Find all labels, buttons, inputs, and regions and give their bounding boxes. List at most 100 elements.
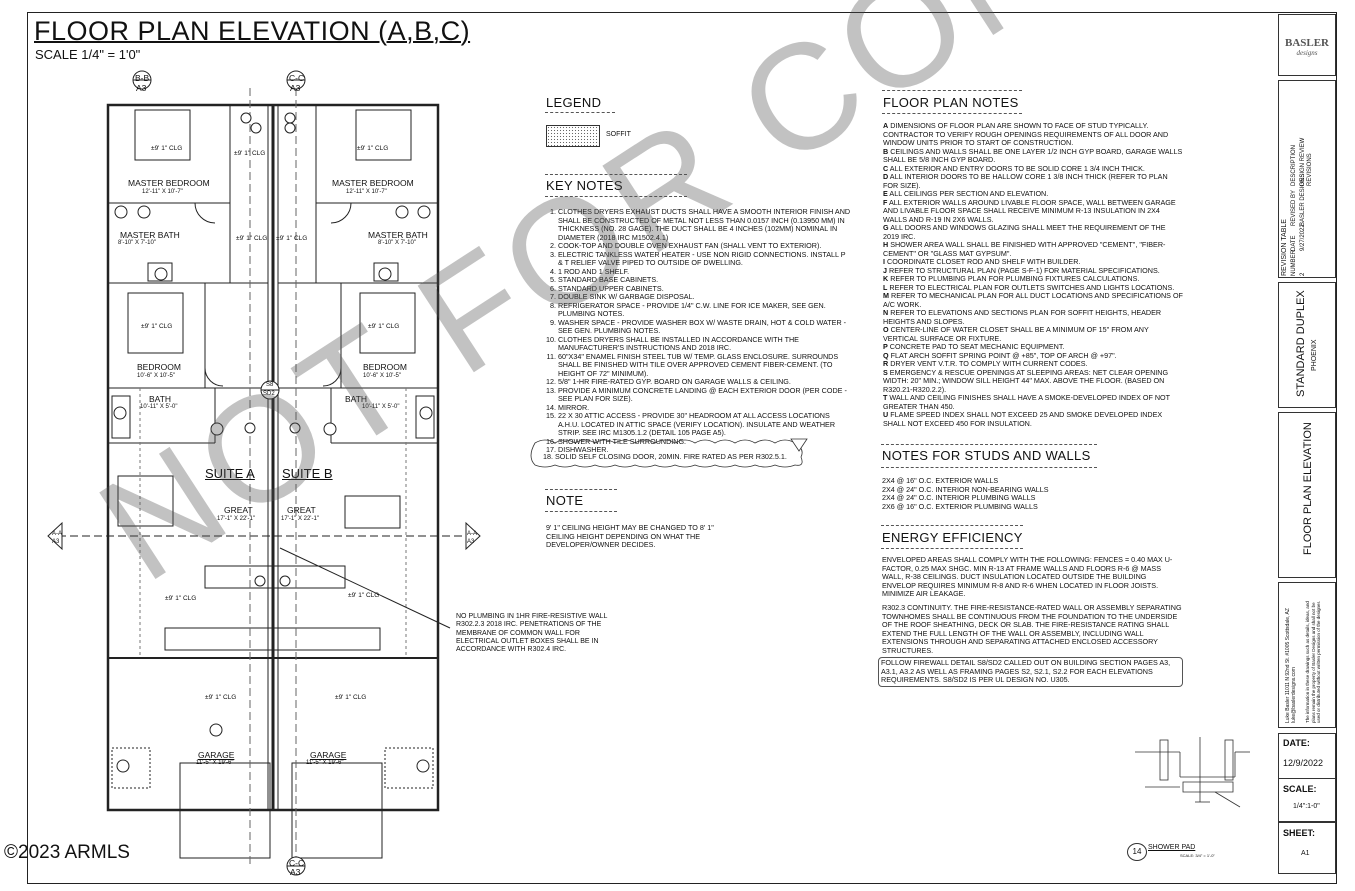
room-label-master-bedroom-a: MASTER BEDROOM xyxy=(128,178,210,188)
floor-plan-note: S EMERGENCY & RESCUE OPENINGS AT SLEEPIN… xyxy=(883,367,1169,394)
room-label-great-b: GREAT xyxy=(287,505,316,515)
floor-plan-note: G ALL DOORS AND WINDOWS GLAZING SHALL ME… xyxy=(883,223,1166,241)
room-label-bedroom-a: BEDROOM xyxy=(137,362,181,372)
date-box: DATE: 12/9/2022 xyxy=(1278,733,1336,779)
scale-box: SCALE: 1/4":1-0" xyxy=(1278,778,1336,822)
ceiling-label: ±9' 1" CLG xyxy=(357,145,389,152)
room-label-garage-a: GARAGE xyxy=(198,750,235,760)
ceiling-label: ±9' 1" CLG xyxy=(335,694,367,701)
room-label-bath-a: BATH xyxy=(149,394,172,404)
floor-plan-drawing xyxy=(47,70,481,876)
revision-table: REVISION TABLE NUMBER DATE REVISED BY DE… xyxy=(1278,80,1336,278)
section-label-cc: C-C xyxy=(289,73,305,83)
revision-number: 2 xyxy=(1300,272,1306,276)
revision-description: DESIGN REVIEW REVISIONS xyxy=(1300,137,1313,186)
ceiling-label: ±9' 1" CLG xyxy=(236,235,268,242)
revision-col-date: DATE xyxy=(1291,235,1297,251)
floor-plan-notes-heading: FLOOR PLAN NOTES xyxy=(883,95,1019,110)
floor-plan-note: Q FLAT ARCH SOFFIT SPRING POINT @ +85", … xyxy=(883,350,1117,360)
studs-item: 2X4 @ 24" O.C. INTERIOR PLUMBING WALLS xyxy=(882,493,1036,502)
key-note-item: CLOTHES DRYERS EXHAUST DUCTS SHALL HAVE … xyxy=(558,207,851,242)
key-note-item: CLOTHES DRYERS SHALL BE INSTALLED IN ACC… xyxy=(558,335,851,353)
project-box: STANDARD DUPLEX PHOENIX xyxy=(1278,282,1336,408)
floor-plan-note: M REFER TO MECHANICAL PLAN FOR ALL DUCT … xyxy=(883,291,1183,309)
key-note-item: 5/8" 1-HR FIRE-RATED GYP. BOARD ON GARAG… xyxy=(558,377,851,387)
legend-heading: LEGEND xyxy=(546,95,602,110)
room-dim-bath-a: 10'-11" X 5'-0" xyxy=(140,404,178,410)
note-heading: NOTE xyxy=(546,493,584,508)
key-note-item: ELECTRIC TANKLESS WATER HEATER - USE NON… xyxy=(558,250,851,268)
floor-plan-note: P CONCRETE PAD TO SEAT MECHANIC EQUIPMEN… xyxy=(883,342,1065,351)
room-label-bedroom-b: BEDROOM xyxy=(363,362,407,372)
revision-col-revised-by: REVISED BY xyxy=(1291,189,1297,226)
section-label-aa-right: A-A xyxy=(467,531,478,537)
room-label-master-bath-a: MASTER BATH xyxy=(120,230,180,240)
date-label: DATE: xyxy=(1283,738,1310,748)
detail-marker-s8 xyxy=(260,380,280,400)
sheet-title-box: FLOOR PLAN ELEVATION xyxy=(1278,412,1336,578)
sheet-box: SHEET: A1 xyxy=(1278,822,1336,874)
section-ref-cc-bottom: A3 xyxy=(290,867,301,877)
revision-col-description: DESCRIPTION xyxy=(1291,144,1297,186)
sheet-label: SHEET: xyxy=(1283,828,1316,838)
ceiling-label: ±9' 1" CLG xyxy=(141,323,173,330)
room-dim-bedroom-a: 10'-6" X 10'-5" xyxy=(137,373,175,379)
room-dim-garage-a: 11'-5" X 19'-6" xyxy=(196,760,234,766)
designer-info: Luke Basler 11011 N 92nd St. #1005 Scott… xyxy=(1285,608,1297,723)
floor-plan-note: N REFER TO ELEVATIONS AND SECTIONS PLAN … xyxy=(883,308,1162,326)
section-ref-aa-right: A3 xyxy=(467,539,475,545)
floor-plan-note: L REFER TO ELECTRICAL PLAN FOR OUTLETS S… xyxy=(883,282,1175,292)
energy-paragraph-3: FOLLOW FIREWALL DETAIL S8/SD2 CALLED OUT… xyxy=(878,657,1183,687)
copyright: ©2023 ARMLS xyxy=(4,842,130,863)
room-dim-great-a: 17'-1" X 22'-1" xyxy=(217,516,255,522)
shower-pad-scale: SCALE: 3/4" = 1'-0" xyxy=(1180,853,1215,858)
room-dim-master-bedroom-a: 12'-11" X 10'-7" xyxy=(142,189,183,195)
sheet-title: FLOOR PLAN ELEVATION xyxy=(1302,422,1314,555)
date-value: 12/9/2022 xyxy=(1283,758,1324,768)
room-label-master-bedroom-b: MASTER BEDROOM xyxy=(332,178,414,188)
floor-plan-notes-list: A DIMENSIONS OF FLOOR PLAN ARE SHOWN TO … xyxy=(883,121,1183,428)
floor-plan-note: U FLAME SPEED INDEX SHALL NOT EXCEED 25 … xyxy=(883,410,1163,428)
studs-list: 2X4 @ 16" O.C. EXTERIOR WALLS 2X4 @ 24" O… xyxy=(882,476,1049,511)
section-label-bb: B-B xyxy=(135,73,150,83)
key-note-18: 18. SOLID SELF CLOSING DOOR, 20MIN. FIRE… xyxy=(543,452,787,461)
revision-col-number: NUMBER xyxy=(1291,249,1297,276)
ceiling-label: ±9' 1" CLG xyxy=(368,323,400,330)
ceiling-label: ±9' 1" CLG xyxy=(165,595,197,602)
section-marker-bb xyxy=(132,70,152,90)
note-text: 9' 1" CEILING HEIGHT MAY BE CHANGED TO 8… xyxy=(546,523,714,549)
floor-plan-note: B CEILINGS AND WALLS SHALL BE ONE LAYER … xyxy=(883,146,1183,164)
room-label-master-bath-b: MASTER BATH xyxy=(368,230,428,240)
floor-plan-note: A DIMENSIONS OF FLOOR PLAN ARE SHOWN TO … xyxy=(883,121,1169,147)
key-note-item: WASHER SPACE - PROVIDE WASHER BOX W/ WAS… xyxy=(558,318,851,336)
ceiling-label: ±9' 1" CLG xyxy=(151,145,183,152)
ceiling-label: ±9' 1" CLG xyxy=(205,694,237,701)
key-note-item: COOK-TOP AND DOUBLE OVEN EXHAUST FAN (SH… xyxy=(558,241,851,251)
company-logo-sub: designs xyxy=(1296,49,1318,57)
scale-value: 1/4":1-0" xyxy=(1293,803,1320,810)
soffit-swatch xyxy=(546,125,600,147)
drawing-scale: SCALE 1/4" = 1'0" xyxy=(35,47,141,62)
room-label-garage-b: GARAGE xyxy=(310,750,347,760)
energy-paragraph-1: ENVELOPED AREAS SHALL COMPLY WITH THE FO… xyxy=(882,555,1173,598)
key-note-item: 1 ROD AND 1 SHELF. xyxy=(558,267,851,277)
designer-disclaimer: The information in these drawings such a… xyxy=(1305,600,1321,723)
key-note-item: REFRIGERATOR SPACE - PROVIDE 1/4" C.W. L… xyxy=(558,301,851,319)
revision-table-title: REVISION TABLE xyxy=(1281,219,1288,276)
keynote-bubbles xyxy=(113,112,433,773)
revision-date: 9/27/2022 xyxy=(1300,224,1306,251)
room-dim-master-bath-a: 8'-10" X 7'-10" xyxy=(118,240,156,246)
detail-label-s8: S8 xyxy=(266,382,274,388)
section-marker-aa xyxy=(47,521,481,551)
room-dim-great-b: 17'-1" X 22'-1" xyxy=(281,516,319,522)
key-note-item: MIRROR. xyxy=(558,403,851,413)
project-name: STANDARD DUPLEX xyxy=(1295,290,1307,397)
ceiling-label: ±9' 1" CLG xyxy=(348,592,380,599)
studs-item: 2X4 @ 16" O.C. EXTERIOR WALLS xyxy=(882,476,999,485)
section-ref-bb: A3 xyxy=(136,83,147,93)
ceiling-label: ±9' 1" CLG xyxy=(276,235,308,242)
detail-label-sd2: SD2 xyxy=(263,391,275,397)
floor-plan-note: D ALL INTERIOR DOORS TO BE HALLOW CORE 1… xyxy=(883,172,1168,190)
floor-plan-note: I COORDINATE CLOSET ROD AND SHELF WITH B… xyxy=(883,257,1081,266)
key-note-item: DISHWASHER. xyxy=(558,445,851,455)
